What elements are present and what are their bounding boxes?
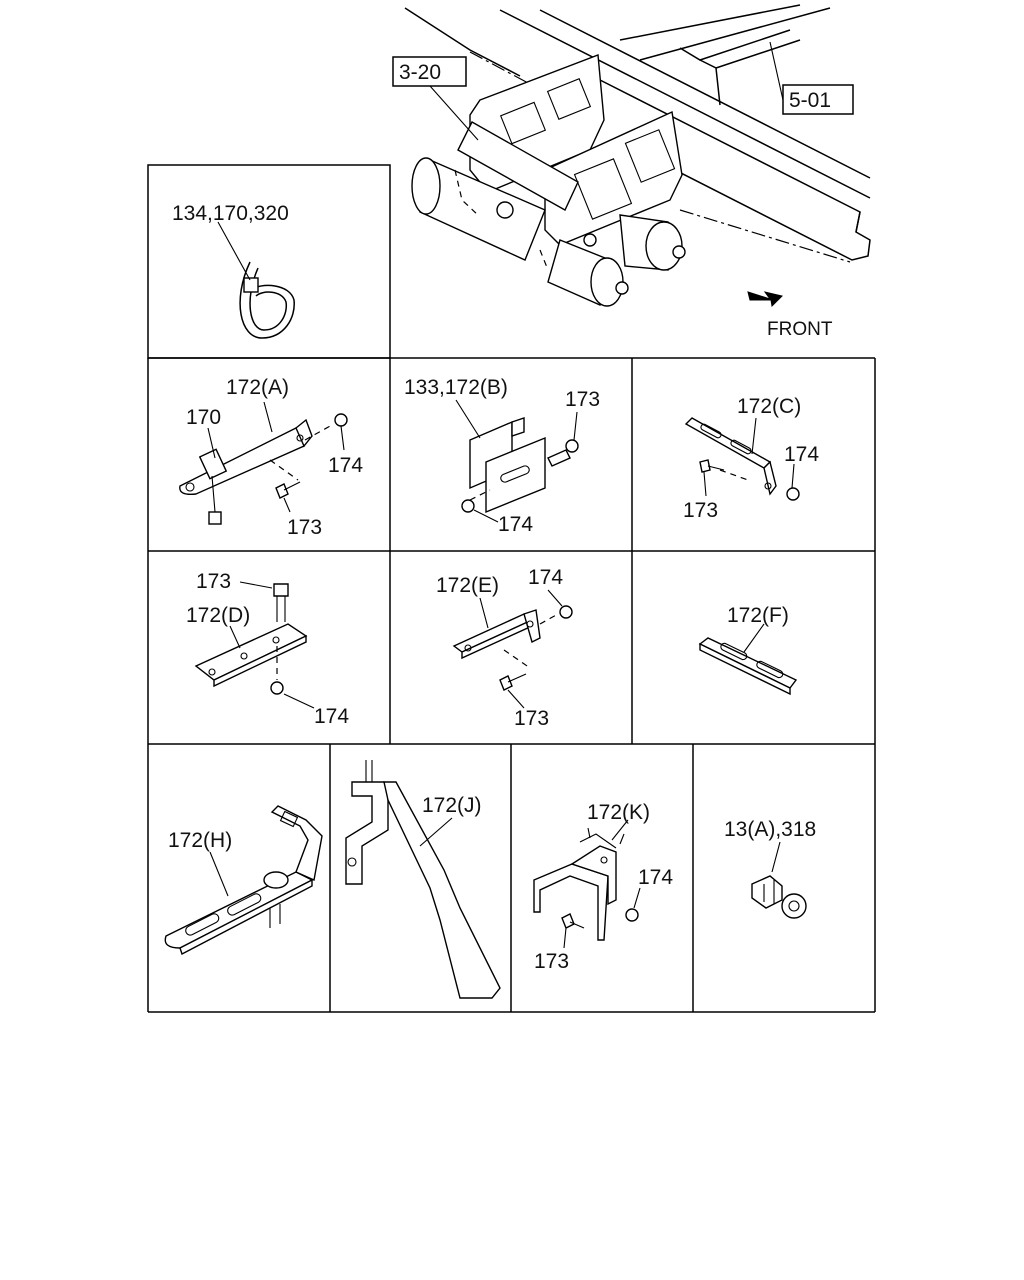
a-part-label: 172(A) [226, 376, 289, 399]
clip-part-label: 13(A),318 [724, 818, 816, 841]
d-174-label: 174 [314, 705, 349, 728]
f-part-label: 172(F) [727, 604, 789, 627]
k-173-label: 173 [534, 950, 569, 973]
e-part-label: 172(E) [436, 574, 499, 597]
bracket-d-illustration [194, 581, 315, 709]
bracket-a-illustration [179, 401, 348, 525]
front-label: FRONT [767, 319, 833, 340]
front-arrow-icon [747, 291, 783, 308]
b-173-label: 173 [565, 388, 600, 411]
bracket-e-illustration [452, 589, 573, 709]
main-assembly-illustration [404, 4, 871, 307]
bracket-h-illustration [164, 805, 323, 956]
clip-illustration [751, 841, 807, 919]
j-part-label: 172(J) [422, 794, 482, 817]
k-174-label: 174 [638, 866, 673, 889]
k-part-label: 172(K) [587, 801, 650, 824]
bracket-f-illustration [698, 623, 798, 696]
tie-label: 134,170,320 [172, 202, 289, 225]
cell-grid [147, 164, 876, 1013]
bracket-b-illustration [455, 399, 579, 523]
ref-3-20-label: 3-20 [399, 61, 441, 84]
b-174-label: 174 [498, 513, 533, 536]
e-173-label: 173 [514, 707, 549, 730]
b-part-label: 133,172(B) [404, 376, 508, 399]
d-part-label: 172(D) [186, 604, 250, 627]
bracket-j-illustration [345, 760, 501, 999]
cable-tie-illustration [217, 221, 295, 339]
a-173-label: 173 [287, 516, 322, 539]
ref-5-01-label: 5-01 [789, 89, 831, 112]
c-174-label: 174 [784, 443, 819, 466]
c-173-label: 173 [683, 499, 718, 522]
e-174-label: 174 [528, 566, 563, 589]
ref-5-01-callout [769, 41, 854, 115]
a-170-label: 170 [186, 406, 221, 429]
bracket-c-illustration [684, 417, 800, 501]
a-174-label: 174 [328, 454, 363, 477]
h-part-label: 172(H) [168, 829, 232, 852]
ref-3-20-callout [392, 56, 479, 141]
d-173-label: 173 [196, 570, 231, 593]
c-part-label: 172(C) [737, 395, 801, 418]
bracket-k-illustration [533, 819, 641, 949]
